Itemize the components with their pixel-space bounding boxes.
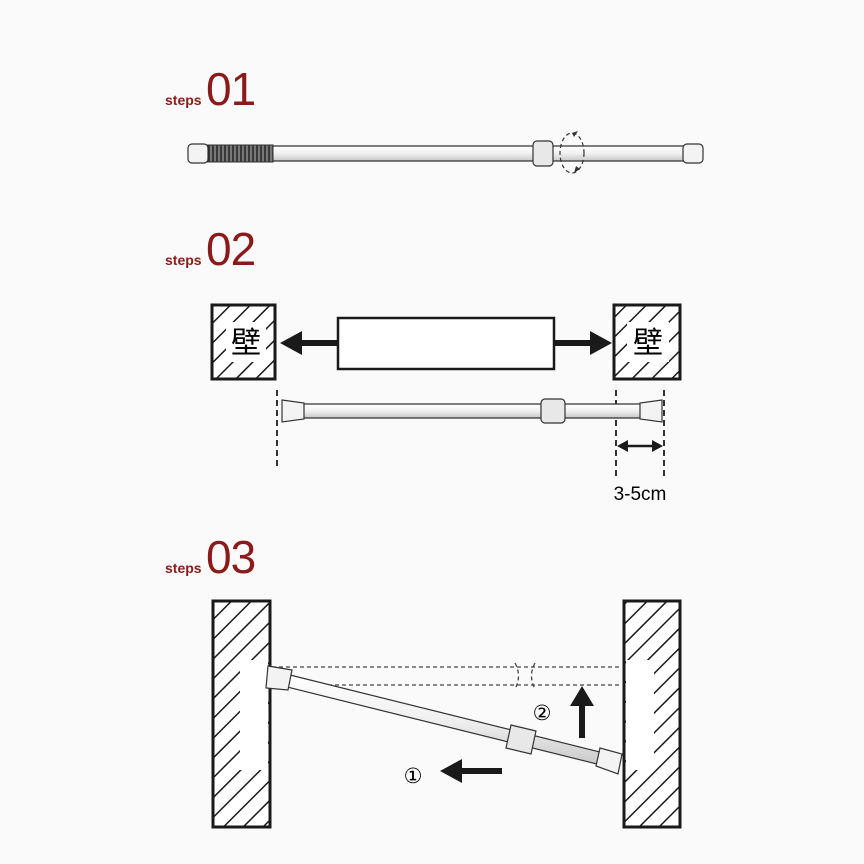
wall-right — [622, 599, 682, 829]
rod-joint — [540, 398, 566, 424]
step-03-rod — [265, 665, 623, 775]
spring-section — [206, 144, 274, 163]
step-02-label: steps 02 — [165, 223, 256, 275]
step-03-label: steps 03 — [165, 531, 256, 583]
rod-end-cap-left — [187, 143, 209, 164]
wall-right: 壁 — [612, 303, 682, 381]
step-01-rod — [187, 131, 704, 174]
wall-left: 壁 — [210, 303, 277, 381]
rod-joint — [505, 724, 537, 755]
gap-label: 3-5cm — [614, 484, 667, 505]
lift-arrow-icon — [570, 686, 594, 738]
step-marker-1: ① — [404, 764, 423, 788]
push-arrow-icon — [440, 759, 502, 783]
step-02-diagram: 壁 壁 3-5cm — [210, 303, 682, 505]
rod-end-cap-left — [281, 399, 305, 423]
span-box — [336, 316, 556, 371]
rod-end-cap-right — [639, 399, 663, 423]
rod-joint — [532, 140, 554, 167]
step-03-diagram: ① ② — [211, 599, 682, 829]
rod-end-cap-right — [682, 143, 704, 164]
wall-left — [211, 599, 272, 829]
wall-char-left: 壁 — [231, 326, 261, 361]
step-marker-2: ② — [533, 701, 552, 725]
rotate-arrow-icon — [559, 132, 585, 174]
rod-end-cap-left — [265, 665, 293, 691]
step-02-rod — [281, 398, 663, 424]
rod-end-cap-right — [595, 747, 623, 775]
step-01-label: steps 01 — [165, 63, 256, 115]
wall-char-right: 壁 — [633, 326, 663, 361]
